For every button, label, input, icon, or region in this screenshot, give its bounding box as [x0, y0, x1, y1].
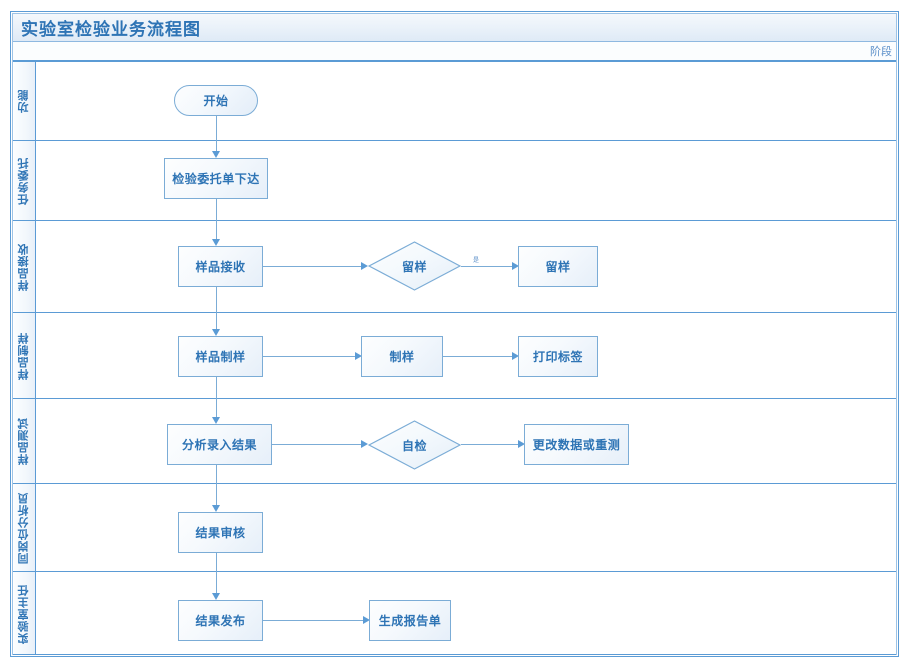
lane-divider-5	[13, 483, 896, 484]
arrowhead-generatereport	[363, 616, 370, 624]
lane-divider-3	[13, 312, 896, 313]
arrowhead-retaindecision	[361, 262, 368, 270]
connector-publish-to-report	[263, 620, 363, 621]
lane-label-text: 同岗位分析员	[18, 491, 30, 564]
diagram-outer-frame	[10, 11, 899, 657]
lane-divider-0	[13, 61, 896, 62]
connector-receive-to-retaindecision	[263, 266, 361, 267]
connector-receive-to-prep	[216, 287, 217, 331]
arrowhead-sampleprep	[212, 329, 220, 336]
connector-prep-to-printlabel	[443, 356, 512, 357]
phase-header-row: 阶段	[13, 42, 896, 61]
connector-sampleprep-to-analyze	[216, 377, 217, 419]
diagram-inner-frame	[12, 13, 897, 655]
lane-divider-1	[13, 140, 896, 141]
arrowhead-analyze	[212, 417, 220, 424]
node-generate-report[interactable]: 生成报告单	[369, 600, 451, 641]
node-analyze-enter[interactable]: 分析录入结果	[167, 424, 272, 465]
lane-label-yangpinjieshou: 样品接收	[14, 221, 35, 312]
lane-label-text: 样品接收	[18, 242, 30, 291]
connector-taskorder-to-receive	[216, 199, 217, 241]
arrowhead-printlabel	[512, 352, 519, 360]
lane-label-text: 任务委托	[18, 156, 30, 205]
page-title: 实验室检验业务流程图	[21, 20, 201, 39]
lane-label-gongneng: 功能	[14, 62, 35, 140]
lane-label-text: 实验室主任	[18, 583, 30, 644]
lane-divider-6	[13, 571, 896, 572]
node-sample-prep[interactable]: 样品制样	[178, 336, 263, 377]
lane-divider-bottom	[13, 654, 896, 655]
node-task-order[interactable]: 检验委托单下达	[164, 158, 268, 199]
node-retain-sample[interactable]: 留样	[518, 246, 598, 287]
arrowhead-resultpublish	[212, 593, 220, 600]
diagram-title-bar: 实验室检验业务流程图	[13, 14, 896, 42]
arrowhead-selfcheck	[361, 440, 368, 448]
lane-divider-2	[13, 220, 896, 221]
phase-header-label: 阶段	[870, 46, 892, 58]
arrowhead-taskorder	[212, 151, 220, 158]
lane-label-text: 样品制样	[18, 331, 30, 380]
lane-label-tonggangwei: 同岗位分析员	[14, 484, 35, 571]
node-print-label[interactable]: 打印标签	[518, 336, 598, 377]
node-prep[interactable]: 制样	[361, 336, 443, 377]
node-result-review[interactable]: 结果审核	[178, 512, 263, 553]
arrowhead-retainsample	[512, 262, 519, 270]
arrowhead-receive	[212, 239, 220, 246]
lane-label-renwuweituo: 任务委托	[14, 141, 35, 220]
lane-label-shiyanshizhuren: 实验室主任	[14, 572, 35, 655]
connector-start-to-taskorder	[216, 116, 217, 153]
lane-divider-4	[13, 398, 896, 399]
connector-review-to-publish	[216, 553, 217, 595]
lane-label-column-divider	[35, 61, 36, 655]
lane-label-yangpinceshi: 样品测试	[14, 399, 35, 483]
edge-label-retain-yes: 是	[473, 258, 480, 264]
lane-label-yangpinzhiyang: 样品制样	[14, 313, 35, 398]
lane-label-text: 功能	[18, 89, 30, 113]
connector-analyze-to-review	[216, 465, 217, 507]
lane-label-text: 样品测试	[18, 417, 30, 465]
node-modify-retest[interactable]: 更改数据或重测	[524, 424, 629, 465]
connector-sampleprep-to-prep	[263, 356, 355, 357]
node-sample-receive[interactable]: 样品接收	[178, 246, 263, 287]
connector-selfcheck-to-modify	[461, 444, 518, 445]
connector-retaindecision-to-retainsample	[461, 266, 512, 267]
node-self-check[interactable]: 自检	[368, 420, 461, 470]
arrowhead-resultreview	[212, 505, 220, 512]
arrowhead-prep	[355, 352, 362, 360]
node-start[interactable]: 开始	[174, 85, 258, 116]
node-retain-decision[interactable]: 留样	[368, 241, 461, 291]
node-result-publish[interactable]: 结果发布	[178, 600, 263, 641]
connector-analyze-to-selfcheck	[272, 444, 361, 445]
arrowhead-modify	[518, 440, 525, 448]
